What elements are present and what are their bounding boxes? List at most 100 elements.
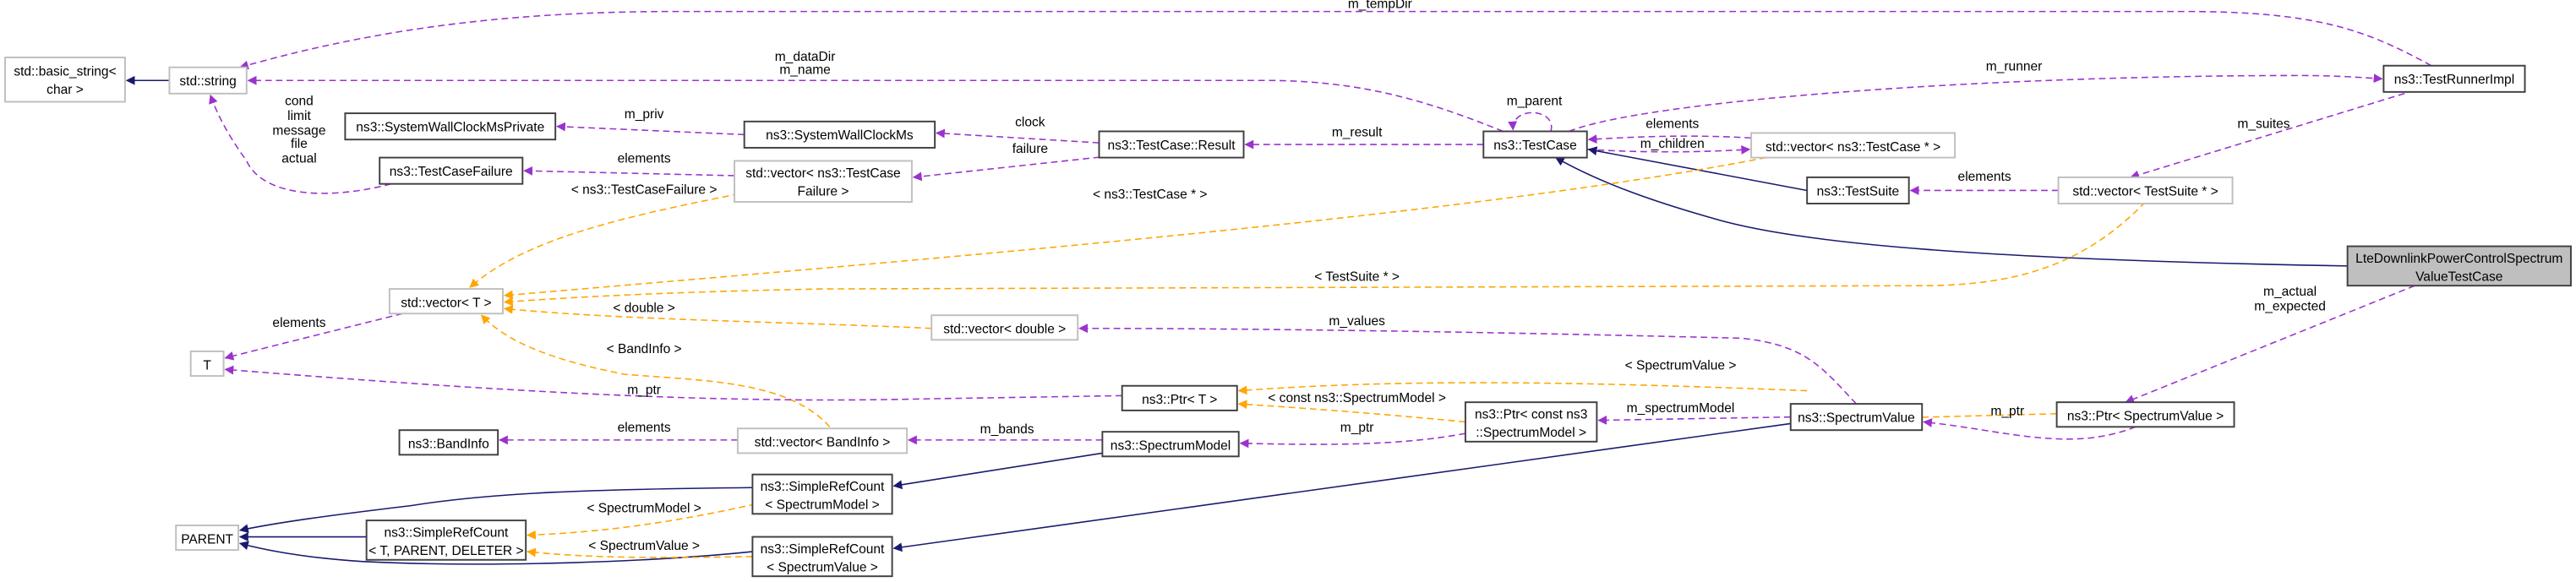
label-tpl-testcase-ptr: < ns3::TestCase * > xyxy=(1093,188,1208,202)
node-vector-testcase-failure[interactable]: std::vector< ns3::TestCaseFailure > xyxy=(734,160,913,204)
edge-clock xyxy=(935,128,1100,144)
edge-m-actual-expected xyxy=(2125,285,2415,404)
label-cond: cond xyxy=(285,94,314,108)
node-label: LteDownlinkPowerControlSpectrum xyxy=(2355,252,2562,266)
label-m-actual: m_actual xyxy=(2263,285,2317,299)
node-label: ns3::SpectrumValue xyxy=(1798,411,1915,426)
label-failure: failure xyxy=(1012,142,1048,156)
edge-m-values xyxy=(1078,324,1858,405)
label-tpl-spectrumvalue: < SpectrumValue > xyxy=(1625,358,1737,373)
edge-failure-elements xyxy=(523,166,735,177)
node-wallclock-private[interactable]: ns3::SystemWallClockMsPrivate xyxy=(344,112,557,141)
label-value-m-ptr: m_ptr xyxy=(1990,405,2024,419)
node-testcase-failure[interactable]: ns3::TestCaseFailure xyxy=(379,156,524,185)
node-string[interactable]: std::string xyxy=(168,66,248,95)
node-simplerefcount-generic[interactable]: ns3::SimpleRefCount< T, PARENT, DELETER … xyxy=(365,519,527,561)
label-m-name: m_name xyxy=(779,63,830,77)
label-bandinfo-elements: elements xyxy=(618,421,671,435)
node-label: char > xyxy=(46,83,84,97)
node-spectrummodel[interactable]: ns3::SpectrumModel xyxy=(1101,431,1240,458)
edge-m-tempdir xyxy=(238,10,2432,70)
label-m-datadir: m_dataDir xyxy=(775,50,836,64)
node-label: T xyxy=(203,358,211,373)
node-simplerefcount-spectrumvalue[interactable]: ns3::SimpleRefCount< SpectrumValue > xyxy=(751,536,893,578)
edge-tpl-bandinfo xyxy=(480,314,831,427)
node-vector-testsuite-ptr[interactable]: std::vector< TestSuite * > xyxy=(2057,176,2234,204)
node-testcase-result[interactable]: ns3::TestCase::Result xyxy=(1098,130,1245,159)
node-label: PARENT xyxy=(181,532,233,547)
node-label: std::string xyxy=(179,74,236,89)
node-testsuite[interactable]: ns3::TestSuite xyxy=(1806,176,1910,204)
edge-ptr-m-ptr xyxy=(224,365,1122,401)
edge-tpl-src-spectrumvalue xyxy=(527,547,753,558)
label-tpl-testsuite-ptr: < TestSuite * > xyxy=(1314,269,1400,284)
edge-m-parent xyxy=(1508,112,1553,132)
node-wallclock[interactable]: ns3::SystemWallClockMs xyxy=(743,120,936,149)
label-ptr-m-ptr: m_ptr xyxy=(627,383,661,397)
node-simplerefcount-spectrummodel[interactable]: ns3::SimpleRefCount< SpectrumModel > xyxy=(751,473,893,515)
node-label: ns3::SpectrumModel xyxy=(1111,439,1231,454)
node-vector-bandinfo[interactable]: std::vector< BandInfo > xyxy=(736,427,909,454)
edge-m-children xyxy=(1586,144,1751,155)
label-actual: actual xyxy=(281,151,316,166)
label-m-suites: m_suites xyxy=(2237,117,2289,132)
label-tpl-src-spectrummodel: < SpectrumModel > xyxy=(587,501,701,515)
node-label: ns3::Ptr< SpectrumValue > xyxy=(2067,410,2224,424)
node-label: < SpectrumValue > xyxy=(767,560,878,574)
edge-src-sv-parent xyxy=(238,541,753,565)
node-spectrumvalue[interactable]: ns3::SpectrumValue xyxy=(1789,403,1924,432)
label-m-values: m_values xyxy=(1329,314,1385,329)
label-tpl-src-spectrumvalue: < SpectrumValue > xyxy=(588,539,700,553)
edge-failure-strings xyxy=(209,94,392,194)
edge-testcase-elements xyxy=(1587,134,1752,144)
edge-m-priv xyxy=(556,122,745,136)
edge-tpl-const-spectrummodel xyxy=(1237,400,1465,423)
node-vector-double[interactable]: std::vector< double > xyxy=(931,314,1079,341)
label-m-tempdir: m_tempDir xyxy=(1348,0,1412,12)
label-vector-elements: elements xyxy=(272,316,325,330)
node-ptr-spectrumvalue[interactable]: ns3::Ptr< SpectrumValue > xyxy=(2055,401,2235,428)
label-model-m-ptr: m_ptr xyxy=(1340,421,1374,435)
edge-vector-elements xyxy=(224,313,403,361)
node-label: std::vector< BandInfo > xyxy=(755,436,891,450)
node-label: std::vector< double > xyxy=(943,323,1066,337)
edge-tpl-double xyxy=(503,304,932,329)
label-m-result: m_result xyxy=(1332,125,1383,139)
node-ptr-t[interactable]: ns3::Ptr< T > xyxy=(1121,384,1238,411)
edges: m_tempDir m_dataDir m_name cond limit me… xyxy=(125,0,2432,565)
label-m-spectrummodel: m_spectrumModel xyxy=(1627,401,1735,416)
node-main-class[interactable]: LteDownlinkPowerControlSpectrumValueTest… xyxy=(2346,245,2572,287)
node-label: std::vector< ns3::TestCase * > xyxy=(1766,140,1940,155)
node-label: ns3::Ptr< const ns3 xyxy=(1475,408,1587,422)
node-testrunnerimpl[interactable]: ns3::TestRunnerImpl xyxy=(2382,64,2526,93)
label-suite-elements: elements xyxy=(1958,170,2011,184)
label-testcase-elements: elements xyxy=(1645,117,1699,132)
node-label: ValueTestCase xyxy=(2415,269,2502,284)
edge-m-runner xyxy=(1569,73,2383,133)
edge-src-sm-parent xyxy=(238,487,753,534)
node-label: ns3::SystemWallClockMs xyxy=(766,128,914,143)
node-vector-t[interactable]: std::vector< T > xyxy=(388,288,504,315)
edge-failure xyxy=(912,155,1111,182)
label-m-expected: m_expected xyxy=(2254,299,2326,313)
label-m-bands: m_bands xyxy=(980,422,1034,437)
node-ptr-const-spectrummodel[interactable]: ns3::Ptr< const ns3::SpectrumModel > xyxy=(1464,401,1598,443)
node-parent[interactable]: PARENT xyxy=(175,524,240,552)
node-label: ns3::TestCase::Result xyxy=(1107,139,1236,153)
node-bandinfo[interactable]: ns3::BandInfo xyxy=(398,429,499,456)
node-testcase[interactable]: ns3::TestCase xyxy=(1482,130,1588,159)
node-vector-testcase-ptr[interactable]: std::vector< ns3::TestCase * > xyxy=(1750,132,1957,159)
node-label: std::vector< T > xyxy=(401,296,491,310)
node-label: ns3::SimpleRefCount xyxy=(385,526,509,541)
edge-spectrummodel-inherit xyxy=(892,452,1103,490)
node-basic-string[interactable]: std::basic_string<char > xyxy=(4,57,126,103)
node-label: Failure > xyxy=(798,184,849,199)
node-t[interactable]: T xyxy=(189,350,225,378)
label-m-priv: m_priv xyxy=(625,107,664,122)
node-label: std::vector< TestSuite * > xyxy=(2072,184,2218,199)
label-tpl-bandinfo: < BandInfo > xyxy=(607,342,682,356)
node-label: ns3::BandInfo xyxy=(408,438,489,452)
node-label: ns3::TestCaseFailure xyxy=(390,165,513,179)
label-clock: clock xyxy=(1015,116,1045,130)
